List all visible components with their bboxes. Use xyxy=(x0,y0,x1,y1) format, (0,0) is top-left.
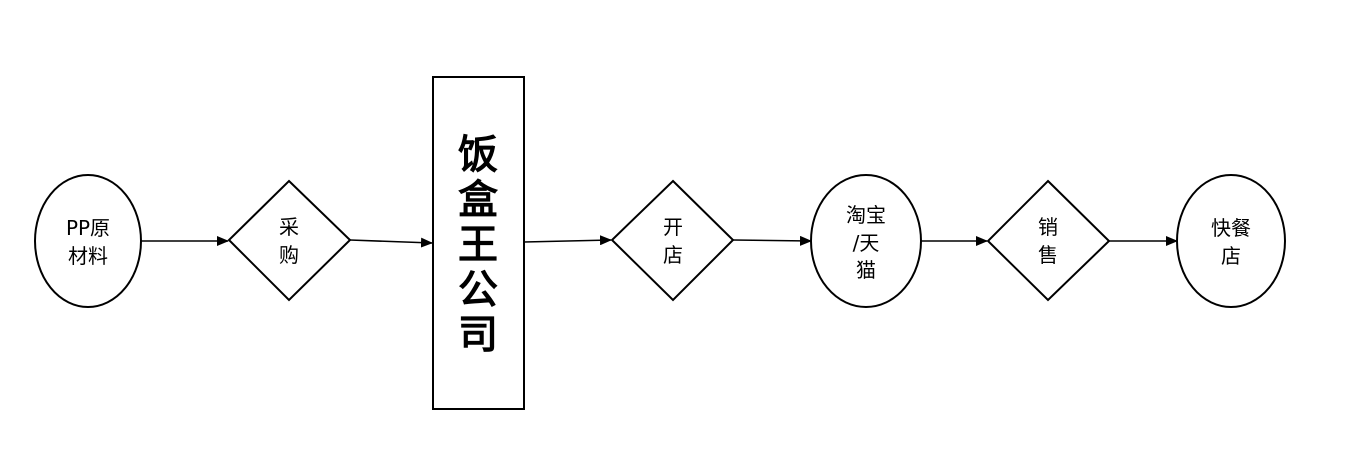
node-purchase-shape xyxy=(227,179,352,302)
node-taobao-line-2: /天 xyxy=(853,231,880,255)
node-company-line-5: 司 xyxy=(458,312,498,358)
node-purchase-line-1: 采 xyxy=(279,215,299,239)
node-sales: 销 售 xyxy=(986,179,1111,302)
node-sales-shape xyxy=(986,179,1111,302)
node-open-store-line-1: 开 xyxy=(663,215,683,239)
node-purchase-line-2: 购 xyxy=(279,243,299,267)
node-company-line-4: 公 xyxy=(458,267,498,313)
edge-open-store-to-taobao xyxy=(732,235,812,246)
node-fast-food-line-2: 店 xyxy=(1221,244,1241,268)
node-open-store: 开 店 xyxy=(610,179,735,302)
node-open-store-line-2: 店 xyxy=(663,243,683,267)
node-fast-food-line-1: 快餐 xyxy=(1211,216,1251,240)
node-taobao: 淘宝 /天 猫 xyxy=(810,174,922,308)
node-company: 饭 盒 王 公 司 xyxy=(432,76,525,410)
node-pp-material: PP原 材料 xyxy=(34,174,142,308)
node-pp-material-line-2: 材料 xyxy=(68,244,108,268)
node-company-line-3: 王 xyxy=(458,222,498,268)
edges xyxy=(141,235,1178,248)
node-sales-line-2: 售 xyxy=(1038,243,1058,267)
node-taobao-shape xyxy=(810,174,922,308)
node-purchase: 采 购 xyxy=(227,179,352,302)
node-sales-line-1: 销 xyxy=(1038,215,1058,239)
node-fast-food: 快餐 店 xyxy=(1176,174,1286,308)
node-taobao-line-3: 猫 xyxy=(856,258,876,282)
node-company-line-2: 盒 xyxy=(458,177,499,223)
node-pp-material-shape xyxy=(34,174,142,308)
edge-purchase-to-company xyxy=(349,237,433,248)
node-company-line-1: 饭 xyxy=(458,132,498,178)
node-fast-food-shape xyxy=(1176,174,1286,308)
node-taobao-line-1: 淘宝 xyxy=(846,203,886,227)
edge-company-to-open-store xyxy=(523,235,612,246)
node-company-shape xyxy=(432,76,525,410)
node-open-store-shape xyxy=(610,179,735,302)
node-pp-material-line-1: PP原 xyxy=(66,216,110,240)
